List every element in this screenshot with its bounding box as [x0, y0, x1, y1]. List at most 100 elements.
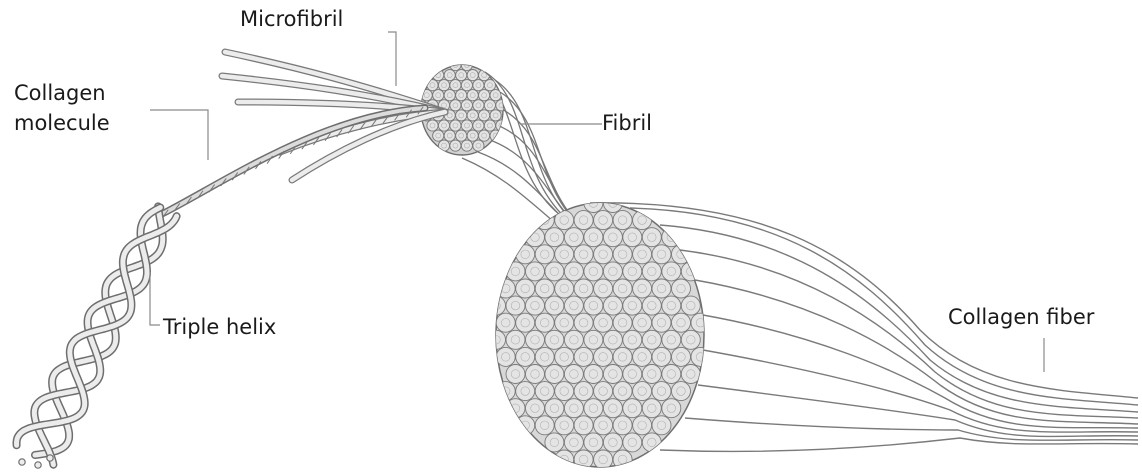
microfibril-cross-section-cell [456, 70, 467, 81]
fibril-cross-section-cell [516, 382, 535, 401]
fibril-cross-section-cell [613, 382, 632, 401]
fibril-cross-section-cell [526, 399, 545, 418]
fibril-cross-section-cell [496, 279, 515, 298]
fibril-cross-section-cell [603, 365, 622, 384]
microfibril-cross-section-cell [461, 140, 472, 151]
fibril-cross-section-cell [535, 245, 554, 264]
fibril-cross-section-cell [564, 296, 583, 315]
fibril-cross-section-cell [633, 416, 652, 435]
fibril-cross-section-cell [613, 245, 632, 264]
fibril-cross-section-cell [672, 279, 691, 298]
fibril-cross-section-cell [613, 347, 632, 366]
fibril-cross-section-cell [487, 296, 506, 315]
fibril-cross-section-cell [545, 330, 564, 349]
fibril-cross-section-cell [584, 262, 603, 281]
microfibril-cross-section-cell [438, 120, 449, 131]
microfibril-cross-section-cell [438, 140, 449, 151]
fibril-cross-section-cell [516, 313, 535, 332]
label-triple-helix: Triple helix [163, 312, 276, 342]
fibril-cross-section-cell [506, 399, 525, 418]
microfibril-cross-section-cell [433, 90, 444, 101]
fibril-cross-section-cell [506, 365, 525, 384]
label-microfibril: Microfibril [240, 4, 343, 34]
microfibril-cross-section-cell [467, 110, 478, 121]
fibril-cross-section-cell [633, 279, 652, 298]
fibril-cross-section-cell [672, 347, 691, 366]
fibril-cross-section-cell [564, 330, 583, 349]
fibril-cross-section-cell [594, 450, 613, 469]
fibril-cross-section-cell [584, 228, 603, 247]
fibril-cross-section-cell [672, 313, 691, 332]
fibril-cross-section-cell [633, 347, 652, 366]
fibril-cross-section-cell [574, 450, 593, 469]
fibril-cross-section-cell [642, 433, 661, 452]
fibril-cross-section-cell [633, 313, 652, 332]
fibril-cross-section-cell [516, 347, 535, 366]
fibril-cross-section-cell [555, 245, 574, 264]
fibril-cross-section-cell [662, 296, 681, 315]
fibril-cross-section-cell [594, 245, 613, 264]
fibril-cross-section-cell [516, 279, 535, 298]
label-collagen-molecule: Collagen molecule [14, 78, 110, 138]
fibril-cross-section-cell [623, 262, 642, 281]
fibril-cross-section-cell [662, 262, 681, 281]
fibril-cross-section-cell [623, 296, 642, 315]
fibril-cross-section-cell [535, 416, 554, 435]
microfibril-cross-section-cell [427, 120, 438, 131]
fibril-cross-section-cell [545, 399, 564, 418]
fibril-cross-section-cell [642, 365, 661, 384]
fibril-cross-section-cell [574, 211, 593, 230]
fibril-cross-section-cell [574, 245, 593, 264]
microfibril-cross-section-cell [467, 130, 478, 141]
fibril-cross-section-cell [535, 313, 554, 332]
fiber-cross-section [487, 194, 711, 470]
microfibril-cross-section-cell [433, 130, 444, 141]
fibril-cross-section-cell [506, 330, 525, 349]
fibril-cross-section-cell [613, 416, 632, 435]
fibril-cross-section-cell [535, 382, 554, 401]
fibril-cross-section-cell [642, 262, 661, 281]
fibril-cross-section-cell [526, 365, 545, 384]
microfibril-cross-section-cell [450, 140, 461, 151]
fibril-cross-section-cell [584, 399, 603, 418]
fibril-cross-section-cell [584, 365, 603, 384]
leader-collagen-molecule [150, 110, 208, 160]
fibril-cross-section-cell [594, 347, 613, 366]
fibril-cross-section-cell [496, 347, 515, 366]
fibril-cross-section-cell [594, 416, 613, 435]
fibril-cross-section-cell [516, 245, 535, 264]
microfibril-cross-section-cell [479, 110, 490, 121]
fibril-cross-section-cell [564, 365, 583, 384]
fibril-cross-section-cell [584, 296, 603, 315]
fibril-cross-section-cell [642, 399, 661, 418]
microfibril-cross-section-cell [450, 100, 461, 111]
fibril-cross-section-cell [603, 228, 622, 247]
fibril-cross-section-cell [555, 382, 574, 401]
fibril-cross-section-cell [672, 382, 691, 401]
fibril-cross-section-cell [574, 313, 593, 332]
fibril-cross-section-cell [652, 245, 671, 264]
fibril-cross-section-cell [574, 416, 593, 435]
fibril-cross-section-cell [594, 279, 613, 298]
fibril-cross-section-cell [681, 330, 700, 349]
fibril-cross-section-cell [564, 399, 583, 418]
fibril-cross-section-cell [662, 330, 681, 349]
fibril-cross-section-cell [623, 228, 642, 247]
fibril-cross-section-cell [555, 416, 574, 435]
label-collagen-molecule-line2: molecule [14, 108, 110, 138]
leader-microfibril [388, 32, 396, 86]
fibril-cross-section-cell [545, 433, 564, 452]
fibril-cross-section-cell [545, 296, 564, 315]
fibril-cross-section-cell [652, 416, 671, 435]
microfibril-cross-section-cell [444, 130, 455, 141]
microfibril-cross-section-cell [438, 80, 449, 91]
fibril-cross-section-cell [662, 399, 681, 418]
fibril-cross-section-cell [603, 296, 622, 315]
microfibril-cross-section-cell [427, 80, 438, 91]
fibril-cross-section-cell [603, 330, 622, 349]
fibril-cross-section-cell [652, 313, 671, 332]
microfibril-cross-section-cell [433, 70, 444, 81]
leader-triple-helix [150, 272, 160, 325]
fibril-cross-section-cell [564, 433, 583, 452]
